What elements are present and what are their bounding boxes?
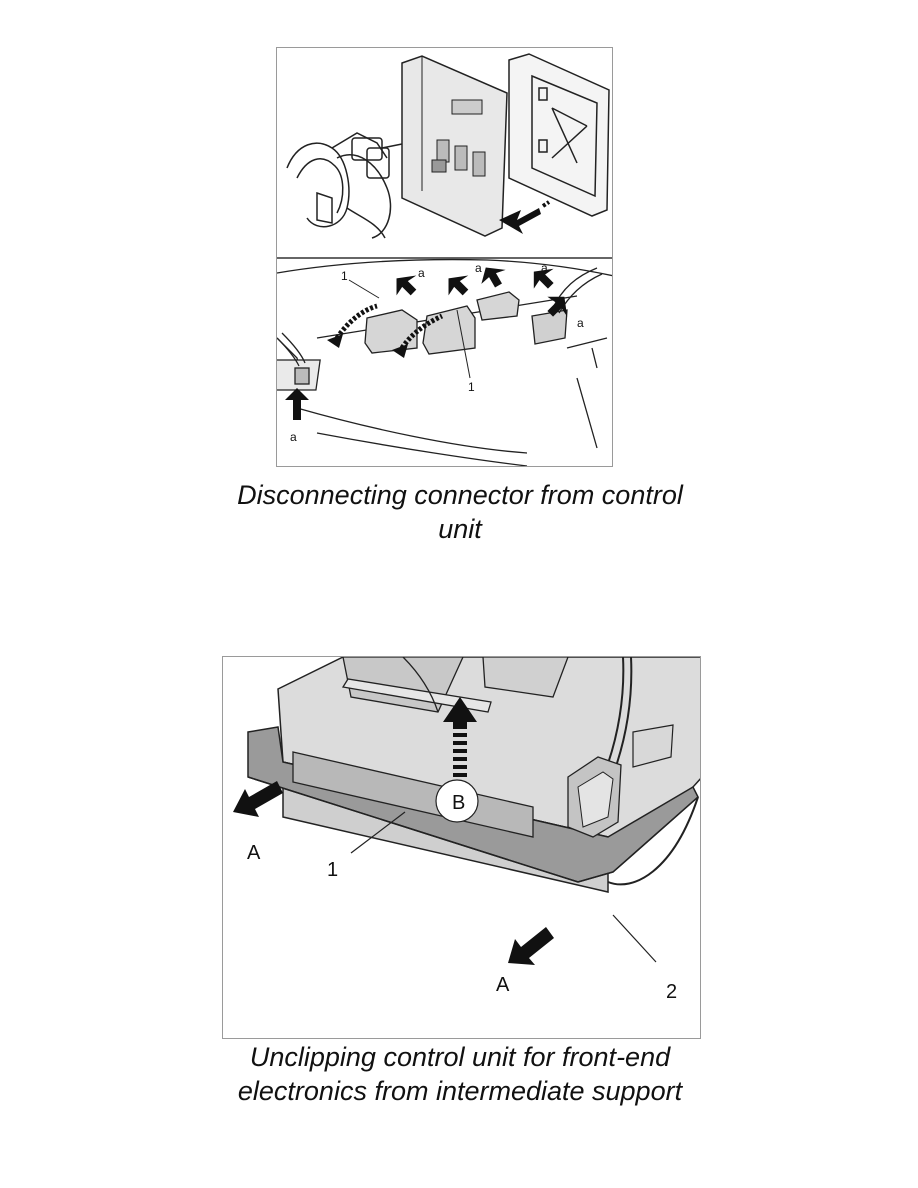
lift-arrow-icon <box>435 697 479 823</box>
callout-a-5: a <box>290 430 297 444</box>
callout-a-1: a <box>418 266 425 280</box>
callout-a-4: a <box>577 316 584 330</box>
callout-1-top: 1 <box>341 269 348 283</box>
caption-line: Unclipping control unit for front-end <box>249 1042 671 1072</box>
baseplate-drawing <box>277 258 612 466</box>
callout-a-2: a <box>475 261 482 275</box>
connector-housings-drawing <box>277 291 568 391</box>
caption-line: Disconnecting connector from control <box>237 480 683 510</box>
label-b: B <box>452 792 465 814</box>
callout-a-3: a <box>541 261 548 275</box>
unlock-arrows-icon <box>285 267 568 420</box>
unclip-illustration: B A A 1 2 <box>223 657 700 1038</box>
control-unit-drawing <box>401 55 508 237</box>
label-a-bottom: A <box>496 974 510 996</box>
caption-disconnecting-connector: Disconnecting connector from control uni… <box>140 478 780 546</box>
release-arrow-icon <box>233 781 554 965</box>
intermediate-support-drawing <box>508 53 610 217</box>
callout-1-bottom: 1 <box>468 380 475 394</box>
disconnect-illustration: 1 1 a a a a a <box>277 53 612 466</box>
figure-disconnecting-connector: 1 1 a a a a a <box>276 47 613 467</box>
figure-unclipping-control-unit: B A A 1 2 <box>222 656 701 1039</box>
label-a-left: A <box>247 842 261 864</box>
caption-line: unit <box>438 514 482 544</box>
caption-unclipping-control-unit: Unclipping control unit for front-end el… <box>140 1040 780 1108</box>
callout-1: 1 <box>327 859 338 881</box>
wiring-harness-drawing <box>286 132 418 239</box>
removal-arrow-icon <box>499 200 551 234</box>
caption-line: electronics from intermediate support <box>237 1076 683 1106</box>
callout-2: 2 <box>666 981 677 1003</box>
